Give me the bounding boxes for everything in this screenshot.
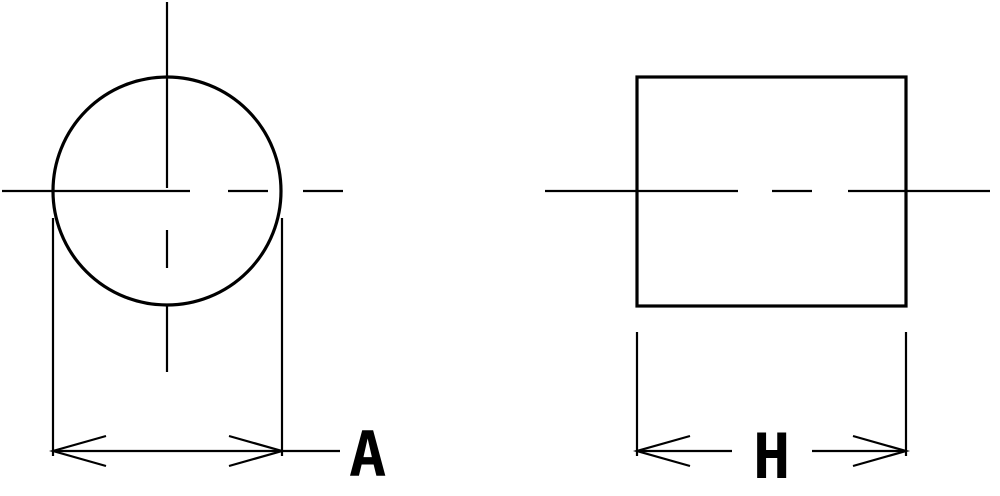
diameter-arrow-left	[48, 434, 107, 468]
height-extension-lines	[635, 332, 908, 456]
height-arrow-right	[852, 434, 911, 468]
rectangle-view: H	[545, 75, 990, 493]
rectangle-outline	[635, 75, 908, 308]
height-arrow-left	[632, 434, 691, 468]
diameter-arrow-right	[228, 434, 287, 468]
circle-outline	[51, 75, 283, 307]
diameter-extension-lines	[51, 218, 284, 456]
diameter-label: A	[349, 418, 386, 491]
height-label: H	[753, 420, 790, 493]
circle-view: A	[2, 2, 386, 491]
